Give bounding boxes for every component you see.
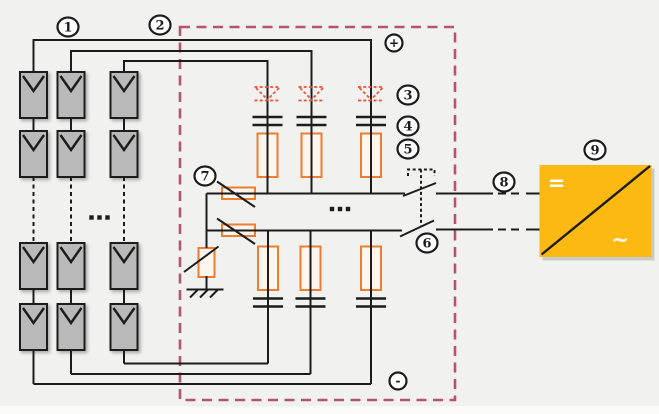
svg-text:4: 4 (403, 120, 412, 135)
ground-icon (186, 288, 224, 299)
pv-module-icon (109, 70, 139, 120)
inverter-ac-symbol: ~ (611, 228, 629, 252)
callout-7: 7 (193, 165, 217, 187)
disconnect-switch-icon (399, 168, 437, 238)
dc-minus-icon: - (388, 371, 408, 391)
string1-positive-feed (32, 39, 372, 87)
callout-2: 2 (148, 14, 172, 36)
branch-conductors-top (266, 86, 372, 194)
dc-output-solid (436, 192, 485, 231)
svg-text:2: 2 (155, 19, 164, 34)
pv-module-icon (18, 129, 49, 179)
inverter-icon: = ~ (539, 165, 655, 261)
pv-module-icon (18, 70, 49, 120)
svg-text:7: 7 (200, 170, 209, 185)
callout-4: 4 (396, 115, 420, 137)
bottom-strip (0, 406, 659, 414)
svg-text:5: 5 (403, 143, 412, 158)
svg-text:8: 8 (499, 176, 508, 191)
svg-text:-: - (396, 374, 401, 388)
ellipsis-dots-icon (89, 215, 110, 220)
svg-text:1: 1 (63, 21, 72, 36)
spd-stroke (183, 245, 220, 273)
pv-module-icon (18, 302, 49, 352)
pv-module-icon (109, 241, 139, 291)
callout-1: 1 (56, 16, 80, 38)
svg-text:9: 9 (590, 144, 599, 159)
svg-text:6: 6 (422, 237, 431, 252)
svg-text:+: + (389, 36, 399, 50)
pv-module-icon (109, 129, 139, 179)
callout-8: 8 (492, 171, 516, 193)
pv-module-icon (109, 302, 139, 352)
pv-module-icon (56, 302, 86, 352)
string-link (32, 289, 125, 304)
string-negative-returns (33, 362, 371, 385)
combiner-box-boundary (178, 25, 457, 402)
ellipsis-dots-icon (329, 206, 351, 212)
callout-5: 5 (396, 138, 420, 160)
string3-positive-feed (123, 60, 269, 87)
spd-stroke (216, 180, 256, 208)
pv-module-icon (18, 241, 49, 291)
string-continuation-dashed (32, 177, 125, 243)
pv-module-icon (56, 241, 86, 291)
capacitor-icons (252, 115, 386, 308)
dc-plus-icon: + (384, 33, 404, 53)
blocking-diode-icons (254, 86, 384, 102)
wiring (32, 39, 540, 385)
pv-module-icon (56, 70, 86, 120)
callout-9: 9 (583, 139, 607, 161)
string-bottom-stubs (32, 350, 125, 384)
string-link (32, 118, 125, 131)
inverter-dc-symbol: = (548, 171, 566, 195)
callout-6: 6 (415, 232, 439, 254)
dc-cable-dashed (485, 192, 523, 231)
spd-stroke (216, 217, 256, 245)
callout-3: 3 (396, 84, 420, 106)
inverter-input-stub (526, 192, 540, 231)
pv-module-icon (56, 129, 86, 179)
string2-positive-feed (70, 50, 313, 87)
svg-text:3: 3 (403, 89, 412, 104)
